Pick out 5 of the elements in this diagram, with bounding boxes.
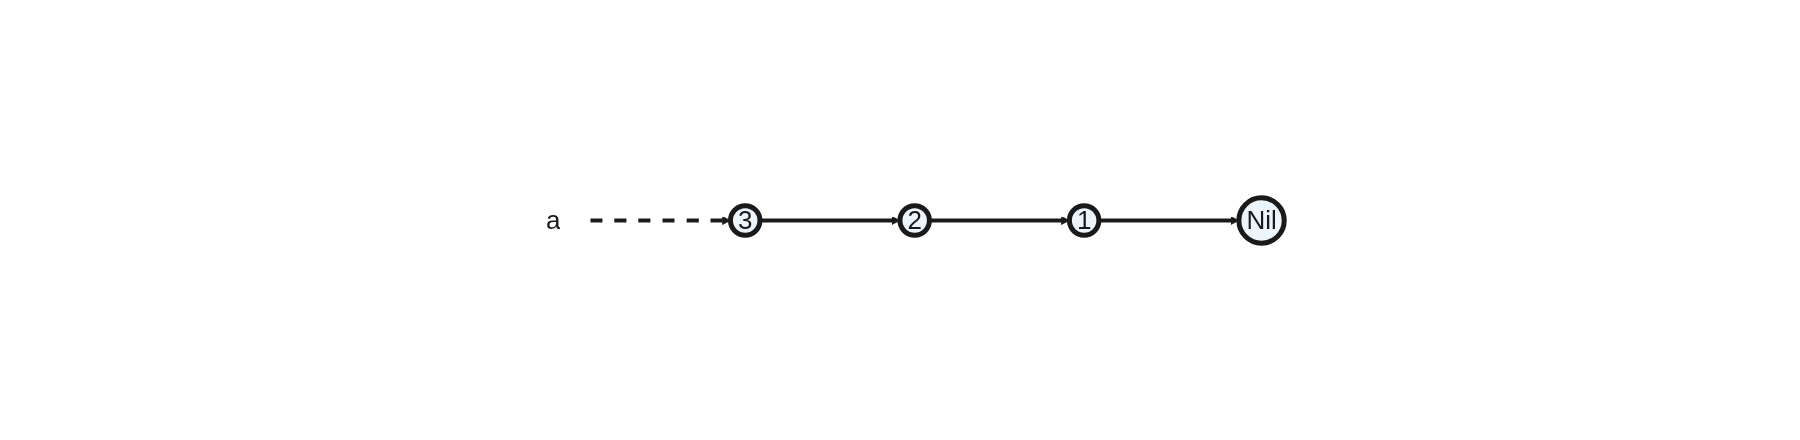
node-text: a [545, 204, 561, 235]
node-circle: Nil [1236, 194, 1287, 246]
node-circle: 1 [1066, 202, 1102, 238]
node-circle: 3 [727, 202, 763, 238]
node-circle: 2 [897, 202, 932, 238]
